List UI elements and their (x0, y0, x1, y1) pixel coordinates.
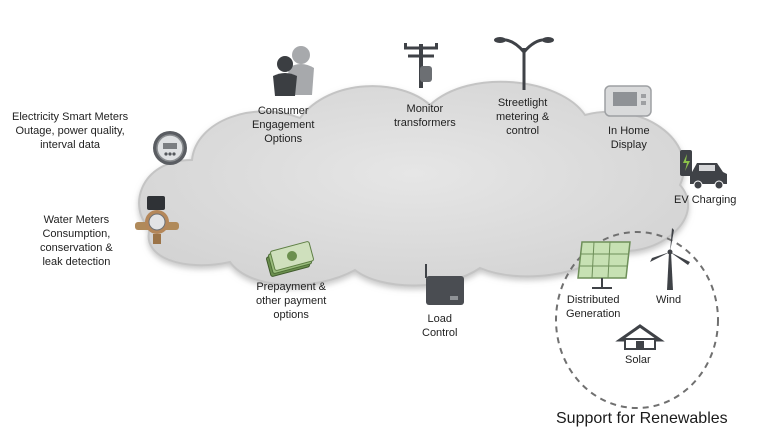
consumer-label-line-1: Consumer (257, 105, 309, 117)
solar-label: Solar (625, 353, 651, 367)
people-icon (273, 46, 314, 96)
ev-label-line-1: EV Charging (674, 194, 737, 206)
consumer-label-line-3: Options (264, 133, 303, 145)
streetlight-label-line-3: control (506, 125, 540, 137)
load-label-line-1: Load (427, 313, 452, 325)
monitor-label-line-2: transformers (394, 117, 456, 129)
consumer-engagement-label: Consumer Engagement Options (252, 104, 314, 146)
electricity-meters-label: Electricity Smart Meters Outage, power q… (12, 110, 128, 152)
cash-icon (266, 241, 314, 277)
wind-turbine-icon (650, 228, 690, 290)
electricity-meters-detail-2: interval data (40, 139, 101, 151)
monitor-transformers-label: Monitor transformers (394, 102, 456, 130)
solar-panel-icon (577, 241, 631, 289)
in-home-label-line-1: In Home (608, 125, 650, 137)
water-label-line-3: conservation & (40, 242, 113, 254)
streetlight-label: Streetlight metering & control (496, 96, 549, 138)
transformer-icon (404, 43, 438, 88)
water-meters-label: Water Meters Consumption, conservation &… (40, 213, 113, 269)
meter-icon (153, 131, 187, 165)
water-meter-icon (135, 196, 179, 244)
ev-icon (680, 150, 727, 190)
monitor-label-line-1: Monitor (406, 103, 444, 115)
display-icon (604, 85, 652, 117)
wind-label: Wind (656, 293, 681, 307)
renewables-dashed-circle (555, 231, 719, 409)
load-label-line-2: Control (422, 327, 458, 339)
prepay-label-line-3: options (273, 309, 309, 321)
water-label-line-1: Water Meters (43, 214, 110, 226)
electricity-meters-title: Electricity Smart Meters (12, 111, 129, 123)
prepay-label-line-1: Prepayment & (256, 281, 327, 293)
distributed-label-line-2: Generation (566, 308, 621, 320)
prepay-label-line-2: other payment (256, 295, 327, 307)
load-control-icon (425, 264, 464, 305)
solar-label-line-1: Solar (625, 354, 651, 366)
house-icon (615, 324, 665, 350)
water-label-line-4: leak detection (42, 256, 111, 268)
consumer-label-line-2: Engagement (252, 119, 315, 131)
wind-label-line-1: Wind (656, 294, 682, 306)
streetlight-icon (494, 37, 554, 90)
streetlight-label-line-2: metering & (496, 111, 550, 123)
load-control-label: Load Control (422, 312, 457, 340)
cloud-shape (138, 80, 689, 287)
electricity-meters-detail-1: Outage, power quality, (15, 125, 125, 137)
water-label-line-2: Consumption, (42, 228, 111, 240)
distributed-label-line-1: Distributed (566, 294, 620, 306)
renewables-title: Support for Renewables (556, 410, 728, 427)
in-home-label-line-2: Display (610, 139, 647, 151)
in-home-display-label: In Home Display (608, 124, 650, 152)
streetlight-label-line-1: Streetlight (497, 97, 548, 109)
prepayment-label: Prepayment & other payment options (256, 280, 326, 322)
ev-charging-label: EV Charging (674, 193, 736, 207)
distributed-generation-label: Distributed Generation (566, 293, 620, 321)
